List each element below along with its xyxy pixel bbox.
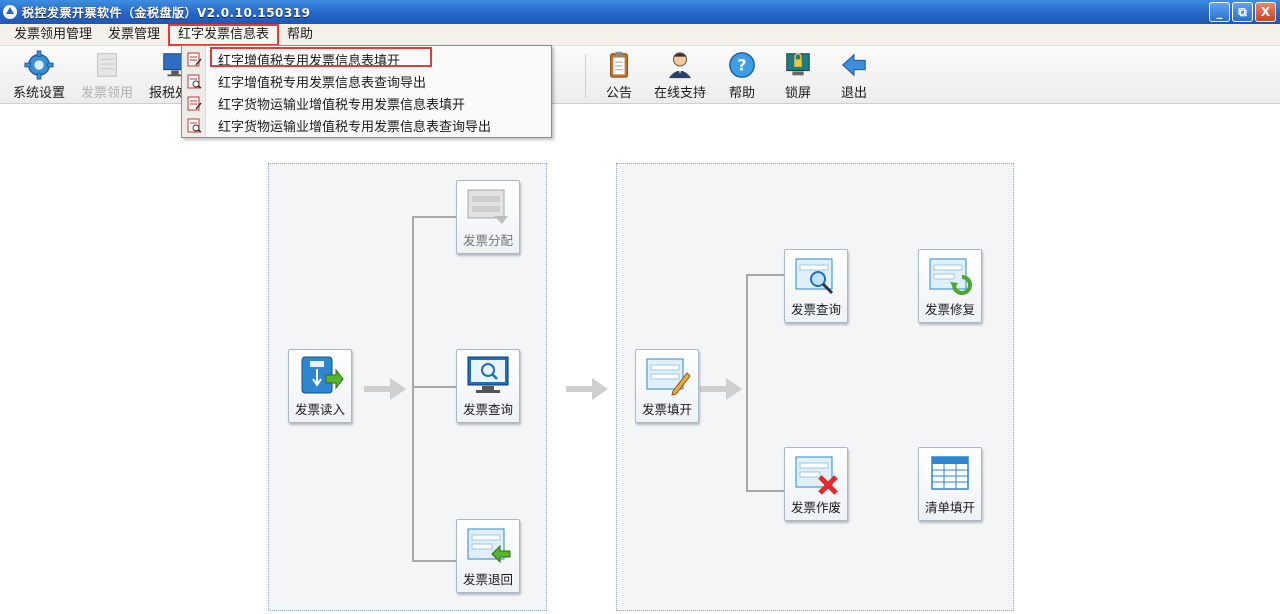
- toolbar-label: 公告: [605, 86, 632, 101]
- flow-connector: [412, 216, 456, 218]
- flow-button-label: 发票作废: [790, 500, 841, 515]
- toolbar-online-support[interactable]: 在线支持: [647, 50, 713, 101]
- title-bar: 税控发票开票软件（金税盘版）V2.0.10.150319 _ ⧉ X: [0, 0, 1280, 24]
- toolbar-exit[interactable]: 退出: [821, 50, 887, 101]
- flow-button-label: 发票退回: [462, 572, 513, 587]
- flow-arrow-icon: [364, 378, 406, 400]
- menu-invoice-receive-mgmt[interactable]: 发票领用管理: [14, 26, 93, 42]
- flow-button-label: 发票查询: [790, 302, 841, 317]
- dropdown-item-label: 红字货物运输业增值税专用发票信息表填开: [218, 97, 466, 113]
- flow-button-label: 发票分配: [462, 233, 513, 248]
- flow-connector: [746, 274, 784, 276]
- flow-button-label: 发票查询: [462, 402, 513, 417]
- dropdown-item-label: 红字货物运输业增值税专用发票信息表查询导出: [218, 119, 492, 135]
- invoice-fill-pen-icon: [646, 358, 691, 396]
- dropdown-item-query-vat[interactable]: 红字增值税专用发票信息表查询导出: [182, 70, 551, 92]
- list-table-icon: [931, 456, 969, 490]
- help-icon: ?: [729, 52, 755, 78]
- dropdown-item-fill-vat[interactable]: 红字增值税专用发票信息表填开: [182, 48, 551, 70]
- window-title: 税控发票开票软件（金税盘版）V2.0.10.150319: [22, 5, 311, 20]
- flow-connector: [412, 560, 456, 562]
- toolbar-label: 帮助: [728, 86, 755, 101]
- toolbar-label: 在线支持: [653, 86, 706, 101]
- invoice-receive-icon: [97, 53, 117, 77]
- menu-invoice-mgmt[interactable]: 发票管理: [108, 26, 161, 42]
- form-fill-icon: [187, 52, 202, 66]
- flow-connector: [746, 490, 784, 492]
- invoice-distribute-icon: [467, 189, 508, 224]
- form-query-icon: [187, 118, 202, 133]
- flow-connector: [412, 386, 456, 388]
- invoice-read-in-button[interactable]: 发票读入: [288, 349, 352, 423]
- invoice-query-button[interactable]: 发票查询: [456, 349, 520, 423]
- invoice-search-monitor-icon: [467, 356, 509, 393]
- toolbar-label: 锁屏: [784, 86, 811, 101]
- invoice-distribute-button[interactable]: 发票分配: [456, 180, 520, 254]
- menu-red-invoice-info[interactable]: 红字发票信息表: [168, 23, 280, 46]
- form-query-icon: [187, 74, 202, 89]
- invoice-return-icon: [467, 528, 511, 564]
- flow-arrow-icon: [700, 378, 742, 400]
- clipboard-icon: [610, 51, 628, 78]
- menu-help[interactable]: 帮助: [287, 26, 314, 42]
- toolbar-label: 系统设置: [12, 86, 65, 101]
- toolbar-system-settings[interactable]: 系统设置: [6, 50, 72, 101]
- invoice-void-icon: [795, 456, 838, 495]
- invoice-magnifier-icon: [795, 258, 834, 295]
- list-fill-button[interactable]: 清单填开: [918, 447, 982, 521]
- menu-bar: 发票领用管理 发票管理 红字发票信息表 帮助: [0, 23, 1280, 46]
- dropdown-item-label: 红字增值税专用发票信息表查询导出: [218, 75, 427, 91]
- invoice-fill-button[interactable]: 发票填开: [635, 349, 699, 423]
- invoice-void-button[interactable]: 发票作废: [784, 447, 848, 521]
- exit-arrow-icon: [842, 53, 866, 77]
- flow-button-label: 发票读入: [294, 402, 345, 417]
- close-button[interactable]: X: [1255, 2, 1276, 22]
- invoice-query-button-2[interactable]: 发票查询: [784, 249, 848, 323]
- flow-button-label: 清单填开: [924, 500, 975, 515]
- toolbar-label: 退出: [840, 86, 867, 101]
- invoice-repair-button[interactable]: 发票修复: [918, 249, 982, 323]
- restore-button[interactable]: ⧉: [1232, 2, 1253, 22]
- monitor-icon: [163, 53, 187, 77]
- invoice-repair-icon: [929, 258, 972, 295]
- usb-import-icon: [301, 356, 344, 394]
- form-fill-icon: [187, 96, 202, 110]
- flow-connector: [412, 216, 414, 562]
- lock-screen-icon: [786, 53, 810, 76]
- red-invoice-dropdown-menu: 红字增值税专用发票信息表填开 红字增值税专用发票信息表查询导出 红字货物运输业增…: [181, 45, 552, 138]
- flow-button-label: 发票填开: [641, 402, 692, 417]
- toolbar-lock-screen[interactable]: 锁屏: [765, 50, 831, 101]
- minimize-button[interactable]: _: [1209, 2, 1230, 22]
- toolbar-help[interactable]: ? 帮助: [709, 50, 775, 101]
- flow-connector: [746, 274, 748, 492]
- flow-button-label: 发票修复: [924, 302, 975, 317]
- dropdown-item-label: 红字增值税专用发票信息表填开: [218, 53, 401, 69]
- toolbar-invoice-receive[interactable]: 发票领用: [74, 50, 140, 101]
- gear-icon: [24, 50, 54, 80]
- dropdown-item-query-transport[interactable]: 红字货物运输业增值税专用发票信息表查询导出: [182, 114, 551, 136]
- app-logo-icon: [3, 5, 17, 19]
- dropdown-highlight-box: [210, 47, 432, 67]
- toolbar-announcement[interactable]: 公告: [586, 50, 652, 101]
- dropdown-item-fill-transport[interactable]: 红字货物运输业增值税专用发票信息表填开: [182, 92, 551, 114]
- invoice-return-button[interactable]: 发票退回: [456, 519, 520, 593]
- toolbar-label: 发票领用: [80, 86, 133, 101]
- support-person-icon: [668, 52, 692, 79]
- flow-arrow-icon: [566, 378, 608, 400]
- toolbar-separator: [585, 54, 586, 98]
- svg-text:?: ?: [737, 56, 746, 75]
